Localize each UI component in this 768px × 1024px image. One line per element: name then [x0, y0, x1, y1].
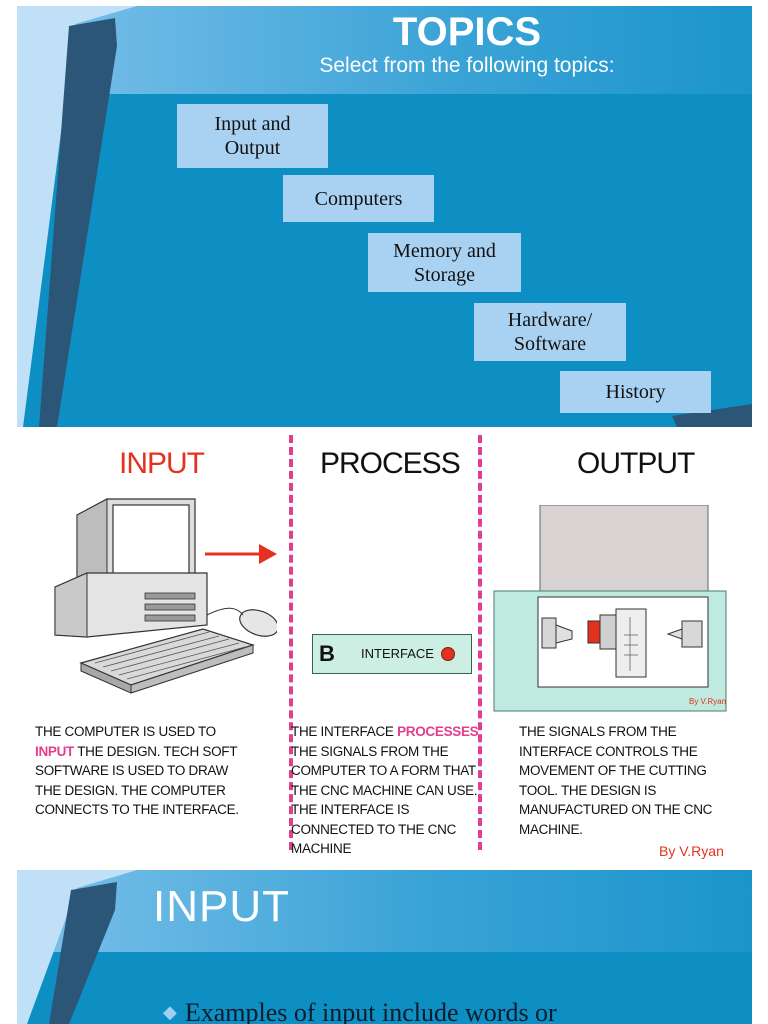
input-description: THE COMPUTER IS USED TO INPUT THE DESIGN…: [35, 722, 255, 820]
input-process-output-slide: INPUT PROCESS OUTPUT: [17, 433, 752, 863]
output-description: THE SIGNALS FROM THE INTERFACE CONTROLS …: [519, 724, 713, 837]
process-highlight: PROCESSES: [397, 724, 479, 739]
slide-subtitle: Select from the following topics:: [319, 54, 615, 77]
divider-left: [289, 435, 293, 850]
slide-title: INPUT: [153, 882, 290, 931]
topic-label-line1: Input and: [214, 113, 291, 135]
input-slide: INPUT ◆ Examples of input include words o…: [17, 870, 752, 1024]
diamond-bullet-icon: ◆: [163, 1002, 177, 1022]
interface-led-icon: [441, 647, 455, 661]
interface-label: INTERFACE: [361, 646, 434, 661]
topic-button-hardware-software[interactable]: Hardware/ Software: [474, 303, 626, 361]
slide-swoosh-decoration: [17, 6, 752, 427]
title-band: [17, 6, 752, 94]
interface-box: B INTERFACE: [312, 634, 472, 674]
bullet-item: ◆ Examples of input include words or: [163, 998, 557, 1024]
machine-credit: By V.Ryan: [689, 697, 727, 706]
swoosh-dark: [49, 882, 117, 1024]
arrow-right-icon: [205, 544, 277, 564]
slide-title: TOPICS: [392, 10, 542, 54]
author-credit: By V.Ryan: [659, 843, 724, 859]
output-heading: OUTPUT: [577, 447, 695, 480]
topic-label: Computers: [314, 187, 403, 210]
topic-label-line2: Storage: [413, 263, 476, 286]
input-text-start: THE COMPUTER IS USED TO: [35, 724, 216, 739]
topic-label-line2: Software: [513, 333, 587, 355]
topic-label-line2: Output: [224, 137, 281, 159]
divider-right: [478, 435, 482, 850]
topics-slide: TOPICS Select from the following topics:…: [17, 6, 752, 427]
topic-label: History: [605, 381, 666, 403]
topic-button-computers[interactable]: Computers: [283, 175, 434, 222]
bullet-text: Examples of input include words or: [184, 998, 557, 1024]
process-text-start: THE INTERFACE: [291, 724, 398, 739]
input-heading: INPUT: [119, 447, 205, 480]
interface-logo: B: [319, 641, 335, 666]
process-text-end: THE SIGNALS FROM THE COMPUTER TO A FORM …: [291, 743, 478, 857]
swoosh-dark: [39, 18, 117, 427]
slide-swoosh-decoration: [17, 870, 137, 1024]
title-band: [17, 870, 752, 952]
corner-shape: [672, 404, 752, 427]
cnc-machine-illustration: [493, 505, 727, 712]
topic-button-memory-storage[interactable]: Memory and Storage: [368, 233, 521, 292]
process-heading: PROCESS: [320, 447, 461, 480]
swoosh-light: [17, 870, 137, 1024]
process-description: THE INTERFACE PROCESSES THE SIGNALS FROM…: [291, 722, 485, 859]
computer-illustration: [54, 498, 277, 694]
swoosh-light: [17, 6, 137, 427]
topic-label-line1: Memory and: [393, 239, 496, 262]
input-text-end: THE DESIGN. TECH SOFT SOFTWARE IS USED T…: [35, 743, 239, 818]
topic-label-line1: Hardware/: [507, 309, 593, 331]
topic-button-input-output[interactable]: Input and Output: [177, 104, 328, 168]
topic-button-history[interactable]: History: [560, 371, 711, 413]
input-highlight: INPUT: [35, 743, 75, 759]
